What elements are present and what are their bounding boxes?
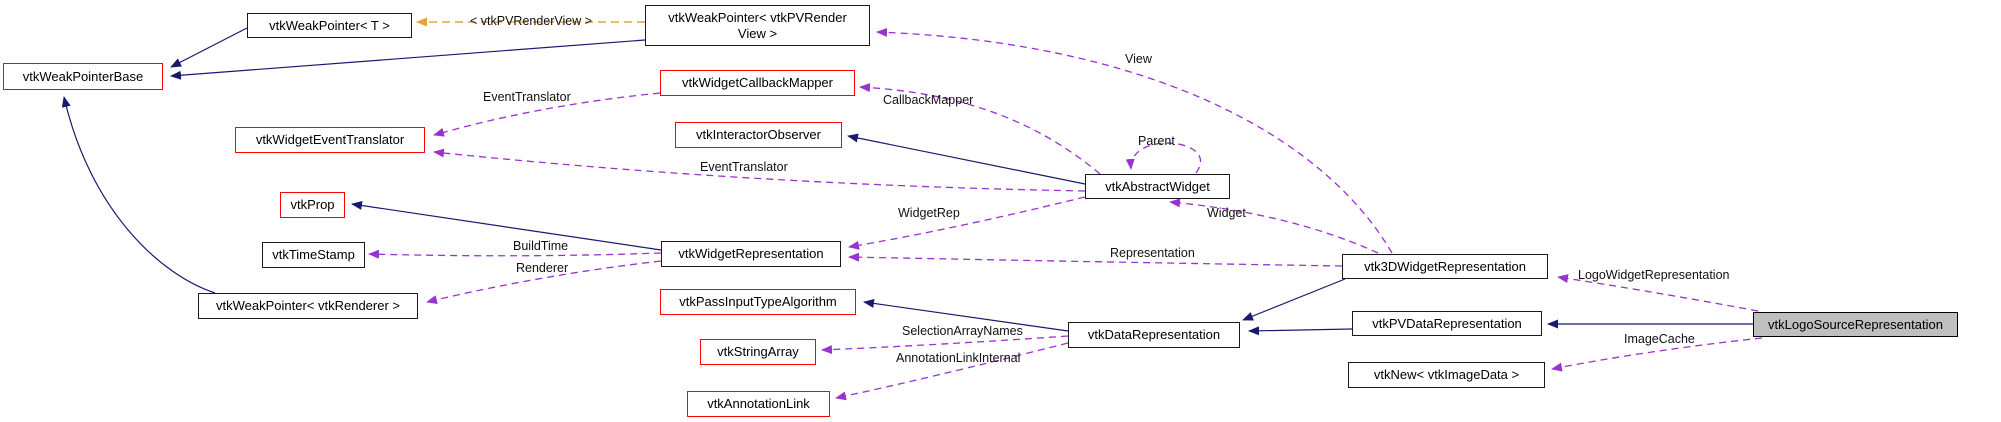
edge-label-view: View (1125, 52, 1152, 66)
node-label: vtkAnnotationLink (707, 396, 810, 411)
node-vtkWeakPointerBase[interactable]: vtkWeakPointerBase (3, 63, 163, 90)
edge-widgetrepresentation-renderer-to-weakpointerrenderer (426, 260, 662, 305)
edge-3dwidgetrep-widget-to-abstractwidget (1169, 198, 1379, 254)
node-label: vtkWidgetRepresentation (678, 246, 824, 261)
edge-label-parent: Parent (1138, 134, 1175, 148)
node-label: vtkPVDataRepresentation (1372, 315, 1522, 331)
node-label-line2: View > (737, 25, 778, 41)
node-label: vtkStringArray (717, 344, 799, 359)
edge-weakpointerpvrv-to-weakpointerbase (170, 39, 646, 80)
edge-label-callback-mapper: CallbackMapper (883, 93, 974, 107)
edge-datarepresentation-to-passinputtypealgorithm (863, 298, 1069, 332)
node-vtkTimeStamp[interactable]: vtkTimeStamp (262, 242, 365, 268)
edge-weakpointert-to-weakpointerbase (170, 27, 248, 68)
edge-pvdatarep-to-datarepresentation (1248, 326, 1353, 336)
node-vtkDataRepresentation[interactable]: vtkDataRepresentation (1068, 322, 1240, 348)
node-vtkPVDataRepresentation[interactable]: vtkPVDataRepresentation (1352, 311, 1542, 336)
edge-label-build-time: BuildTime (513, 239, 569, 253)
edge-label-selection-array-names: SelectionArrayNames (902, 324, 1023, 338)
node-label: vtkWeakPointerBase (22, 68, 144, 84)
node-vtkWeakPointer-T[interactable]: vtkWeakPointer< T > (247, 13, 412, 38)
node-vtkWidgetRepresentation[interactable]: vtkWidgetRepresentation (661, 241, 841, 267)
node-vtkWeakPointer-vtkRenderer[interactable]: vtkWeakPointer< vtkRenderer > (198, 293, 418, 319)
node-vtkStringArray[interactable]: vtkStringArray (700, 339, 816, 365)
edge-label-widget-rep: WidgetRep (898, 206, 960, 220)
node-label: vtk3DWidgetRepresentation (1364, 258, 1526, 274)
node-vtk3DWidgetRepresentation[interactable]: vtk3DWidgetRepresentation (1342, 254, 1548, 279)
edge-abstractwidget-to-interactorobserver (847, 133, 1086, 185)
edge-3dwidgetrep-to-datarepresentation (1242, 278, 1346, 321)
node-vtkWidgetEventTranslator[interactable]: vtkWidgetEventTranslator (235, 127, 425, 153)
node-label: vtkPassInputTypeAlgorithm (679, 294, 837, 309)
edge-label-event-translator-lower: EventTranslator (700, 160, 788, 174)
edge-abstractwidget-widgetrep-to-widgetrepresentation (848, 196, 1086, 250)
node-label-line1: vtkWeakPointer< vtkPVRender (668, 9, 847, 25)
node-vtkProp[interactable]: vtkProp (280, 192, 345, 218)
node-label: vtkLogoSourceRepresentation (1768, 316, 1943, 332)
node-vtkInteractorObserver[interactable]: vtkInteractorObserver (675, 122, 842, 148)
edge-label-renderer: Renderer (516, 261, 569, 275)
edge-3dwidgetrep-view-to-weakpointerpvrv (876, 27, 1393, 254)
node-label: vtkInteractorObserver (696, 127, 821, 142)
node-label: vtkTimeStamp (272, 247, 355, 262)
node-label: vtkWidgetCallbackMapper (681, 75, 833, 90)
edge-abstractwidget-to-eventtranslator (433, 148, 1086, 192)
edge-logosourcerep-to-3dwidgetrep (1557, 274, 1759, 312)
edge-label-annotation-link-internal: AnnotationLinkInternal (896, 351, 1021, 365)
node-vtkNew-vtkImageData[interactable]: vtkNew< vtkImageData > (1348, 362, 1545, 388)
node-vtkPassInputTypeAlgorithm[interactable]: vtkPassInputTypeAlgorithm (660, 289, 856, 315)
node-label: vtkProp (290, 197, 335, 212)
edge-datarepresentation-to-stringarray (821, 335, 1069, 355)
node-label: vtkWeakPointer< T > (269, 17, 390, 33)
node-label: vtkAbstractWidget (1105, 178, 1210, 194)
node-vtkAnnotationLink[interactable]: vtkAnnotationLink (687, 391, 830, 417)
edge-abstractwidget-parent-selfloop (1125, 142, 1202, 174)
edge-label-event-translator-upper: EventTranslator (483, 90, 571, 104)
edge-label-representation: Representation (1110, 246, 1195, 260)
edge-widgetrepresentation-buildtime-to-timestamp (368, 249, 662, 259)
node-vtkWeakPointer-vtkPVRenderView[interactable]: vtkWeakPointer< vtkPVRender View > (645, 5, 870, 46)
node-label: vtkWidgetEventTranslator (255, 132, 405, 147)
edge-label-logo-widget-representation: LogoWidgetRepresentation (1578, 268, 1730, 282)
node-label: vtkDataRepresentation (1087, 327, 1221, 342)
edge-label-image-cache: ImageCache (1624, 332, 1695, 346)
node-vtkAbstractWidget[interactable]: vtkAbstractWidget (1085, 174, 1230, 199)
edge-3dwidgetrep-representation-to-widgetrepresentation (848, 252, 1343, 267)
edge-widgetrepresentation-to-prop (351, 201, 662, 251)
node-label: vtkWeakPointer< vtkRenderer > (215, 298, 400, 313)
edge-weakpointerrenderer-to-weakpointerbase (61, 96, 216, 294)
edge-label-template-arg: < vtkPVRenderView > (470, 14, 593, 28)
node-vtkWidgetCallbackMapper[interactable]: vtkWidgetCallbackMapper (660, 70, 855, 96)
edge-label-widget: Widget (1207, 206, 1246, 220)
node-vtkLogoSourceRepresentation-focus: vtkLogoSourceRepresentation (1753, 312, 1958, 337)
edge-logosourcerep-imagecache-to-newimagedata (1551, 337, 1763, 372)
edge-callbackmapper-to-eventtranslator (433, 92, 661, 137)
node-label: vtkNew< vtkImageData > (1373, 367, 1520, 382)
